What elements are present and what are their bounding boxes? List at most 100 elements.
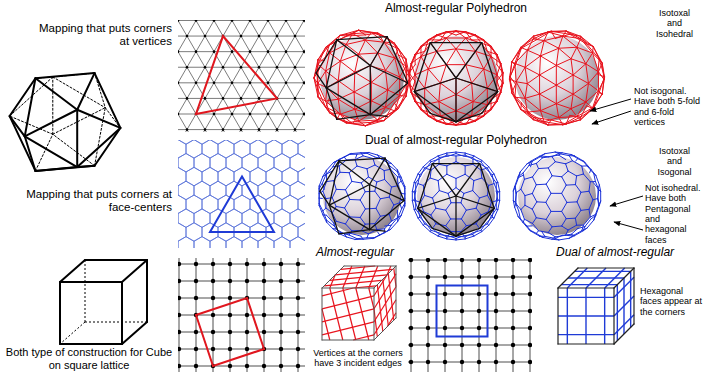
blue-cage-edge <box>367 169 368 177</box>
red-cage-edge <box>456 102 473 111</box>
lattice-point <box>178 347 181 351</box>
hexagon <box>298 167 305 185</box>
red-cage-edge <box>516 67 525 81</box>
front-edge <box>25 136 77 167</box>
lattice-point <box>276 128 279 131</box>
red-cage-edge <box>556 104 571 109</box>
blue-cage-edge <box>389 187 391 197</box>
lattice-point <box>195 50 198 53</box>
red-cage-edge <box>318 47 326 64</box>
blue-cage-edge <box>489 184 494 186</box>
red-cage-edge <box>525 84 527 99</box>
lattice-point <box>494 309 498 313</box>
icosahedron-edge <box>456 113 482 121</box>
hexagon <box>194 153 210 171</box>
lattice-line <box>280 20 305 132</box>
red-cage-edge <box>527 84 539 94</box>
panel-note: Vertices at the corners have 3 incident … <box>305 348 411 369</box>
red-cage-edge <box>556 59 571 66</box>
construction-note: Both type of construction for Cube on sq… <box>2 346 176 371</box>
red-cage-edge <box>599 77 604 93</box>
hexagon <box>290 237 305 248</box>
lattice-point <box>194 330 198 334</box>
lattice-point <box>228 347 232 351</box>
hexagon <box>274 237 290 248</box>
blue-cage-edge <box>555 162 565 164</box>
red-cage-edge <box>387 103 395 115</box>
red-cage-edge <box>395 58 400 77</box>
lattice-point <box>258 97 261 100</box>
leader-arrow <box>590 99 631 111</box>
blue-cage-edge <box>575 218 576 225</box>
red-cage-edge <box>527 50 540 56</box>
blue-cage-edge <box>525 193 532 195</box>
blue-cage-edge <box>523 223 529 230</box>
red-grid-cube <box>322 266 396 340</box>
sphere <box>515 36 599 120</box>
blue-cage-edge <box>518 217 523 223</box>
red-cage-edge <box>340 30 359 35</box>
blue-cage-edge <box>323 208 326 211</box>
red-cage-edge <box>515 50 528 63</box>
blue-cage-edge <box>367 234 368 238</box>
lattice-point <box>228 279 232 283</box>
lattice-point <box>511 309 515 313</box>
lattice-line <box>178 82 305 83</box>
lattice-point <box>279 347 283 351</box>
blue-cage-edge <box>521 210 525 220</box>
blue-cage-edge <box>447 238 456 240</box>
lattice-point <box>409 343 413 347</box>
icosahedron-edge <box>326 88 370 115</box>
blue-cage-edge <box>446 203 451 210</box>
lattice-line <box>178 36 305 37</box>
lattice-line <box>226 20 305 132</box>
red-cage-edge <box>456 94 473 101</box>
lattice-point <box>477 258 481 262</box>
lattice-point <box>528 258 532 262</box>
red-cage-edge <box>446 31 456 38</box>
blue-cage-edge <box>365 208 376 210</box>
red-cage-edge <box>525 94 539 98</box>
blue-cage-edge <box>385 225 391 227</box>
hexagon <box>218 167 234 185</box>
icosahedron-edge <box>455 78 456 122</box>
blue-cage-edge <box>412 182 414 191</box>
blue-cage-edge <box>385 179 392 187</box>
lattice-point <box>204 128 207 131</box>
hidden-cube-edge <box>85 260 86 322</box>
blue-cage-edge <box>532 177 536 185</box>
red-cage-edge <box>588 72 598 84</box>
blue-cage-edge <box>376 199 380 209</box>
blue-cage-edge <box>578 159 585 163</box>
red-cage-edge <box>599 93 602 94</box>
mapping-note: Mapping that puts corners at vertices <box>36 22 172 48</box>
lattice-point <box>426 343 430 347</box>
red-cage-edge <box>409 83 415 101</box>
blue-cage-edge <box>591 169 596 175</box>
icosahedron-edge <box>370 37 387 66</box>
red-cage-edge <box>556 75 573 85</box>
red-cage-edge <box>371 82 372 101</box>
lattice-line <box>178 20 238 132</box>
lattice-line <box>178 20 305 132</box>
lattice-line <box>262 20 305 132</box>
red-cage-edge <box>571 47 577 59</box>
blue-cage-edge <box>521 205 525 209</box>
lattice-line <box>244 20 305 132</box>
lattice-point <box>213 50 216 53</box>
blue-cage-edge <box>577 192 581 202</box>
blue-cage-edge <box>414 184 418 192</box>
lattice-point <box>296 262 300 266</box>
icosahedron-edge <box>482 43 498 92</box>
blue-cage-edge <box>363 156 373 159</box>
red-cage-edge <box>548 120 551 125</box>
blue-cage-edge <box>436 208 446 210</box>
red-cage-edge <box>510 79 512 93</box>
red-cage-edge <box>540 104 556 111</box>
blue-cage-edge <box>456 156 457 162</box>
blue-cage-edge <box>595 206 598 215</box>
icosahedron-edge <box>414 78 456 92</box>
blue-cage-edge <box>581 191 589 192</box>
front-edge <box>25 78 36 136</box>
panel-title: Dual of almost-regular <box>556 246 696 260</box>
